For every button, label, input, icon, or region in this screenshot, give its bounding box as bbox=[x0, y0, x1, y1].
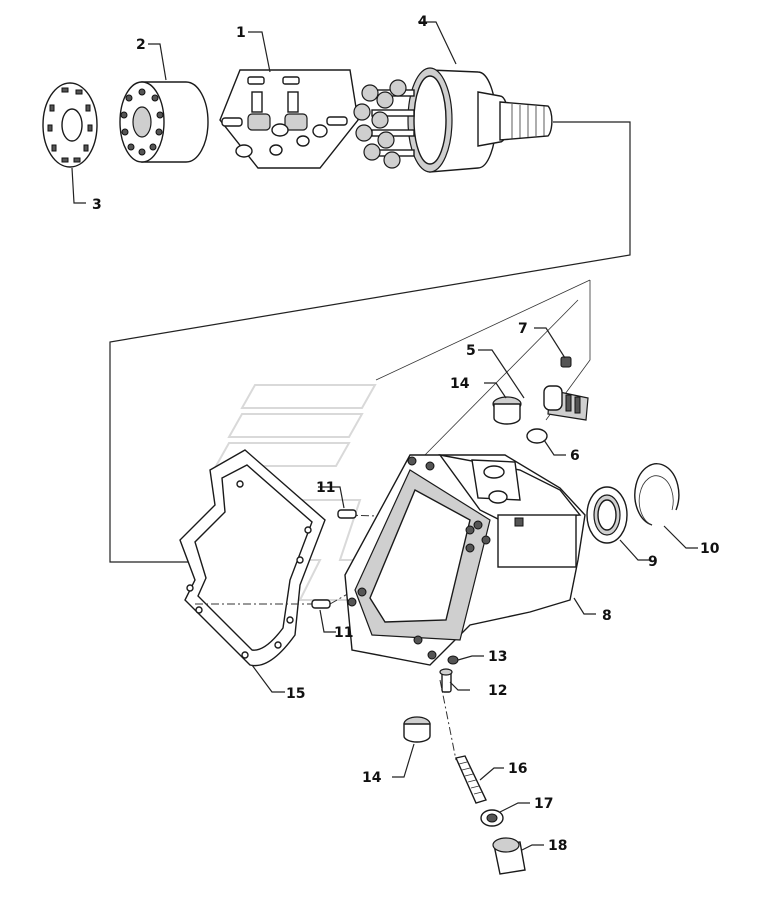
assembly-frame-lines bbox=[109, 121, 631, 563]
part-16-threaded-rod bbox=[455, 755, 487, 804]
callout-5: 5 bbox=[466, 343, 476, 359]
callout-9: 9 bbox=[648, 554, 658, 570]
callout-16: 16 bbox=[508, 761, 527, 777]
callout-15: 15 bbox=[286, 686, 305, 702]
callout-14-lower: 14 bbox=[362, 770, 382, 786]
callout-12: 12 bbox=[488, 683, 507, 699]
callout-7: 7 bbox=[518, 321, 528, 337]
callout-13: 13 bbox=[488, 649, 507, 665]
callout-8: 8 bbox=[602, 608, 612, 624]
part-4-drive-shaft-assembly bbox=[353, 67, 553, 173]
callout-6: 6 bbox=[570, 448, 580, 464]
part-10-circlip bbox=[634, 463, 680, 526]
callout-labels: 1 2 3 4 5 6 7 8 9 10 11 11 12 13 14 14 1… bbox=[92, 14, 720, 854]
part-2-cylinder-block bbox=[119, 81, 209, 163]
part-14-plug-lower bbox=[403, 716, 431, 743]
callout-14-upper: 14 bbox=[450, 376, 470, 392]
callout-4: 4 bbox=[418, 14, 428, 30]
part-3-valve-plate bbox=[42, 82, 98, 168]
part-7-plug bbox=[560, 356, 572, 368]
part-1-control-kit bbox=[219, 69, 359, 169]
part-17-nut bbox=[480, 809, 504, 827]
callout-3: 3 bbox=[92, 197, 102, 213]
callout-2: 2 bbox=[136, 37, 146, 53]
callout-18: 18 bbox=[548, 838, 567, 854]
part-11-pin-upper bbox=[337, 509, 357, 519]
part-6-o-ring bbox=[526, 428, 548, 444]
part-14-plug-upper bbox=[492, 396, 522, 425]
callout-10: 10 bbox=[700, 541, 720, 557]
part-15-gasket bbox=[179, 449, 326, 667]
callout-11-upper: 11 bbox=[316, 480, 335, 496]
leader-lines bbox=[71, 21, 698, 851]
part-5-sensor bbox=[543, 385, 589, 421]
callout-17: 17 bbox=[534, 796, 553, 812]
callout-1: 1 bbox=[236, 25, 246, 41]
part-11-pin-lower bbox=[311, 599, 331, 609]
part-18-cap-nut bbox=[492, 837, 526, 875]
callout-11-lower: 11 bbox=[334, 625, 353, 641]
part-12-screw bbox=[439, 668, 453, 693]
part-13-plug bbox=[447, 655, 459, 665]
part-9-shaft-seal bbox=[586, 486, 628, 544]
part-8-housing bbox=[344, 453, 586, 666]
